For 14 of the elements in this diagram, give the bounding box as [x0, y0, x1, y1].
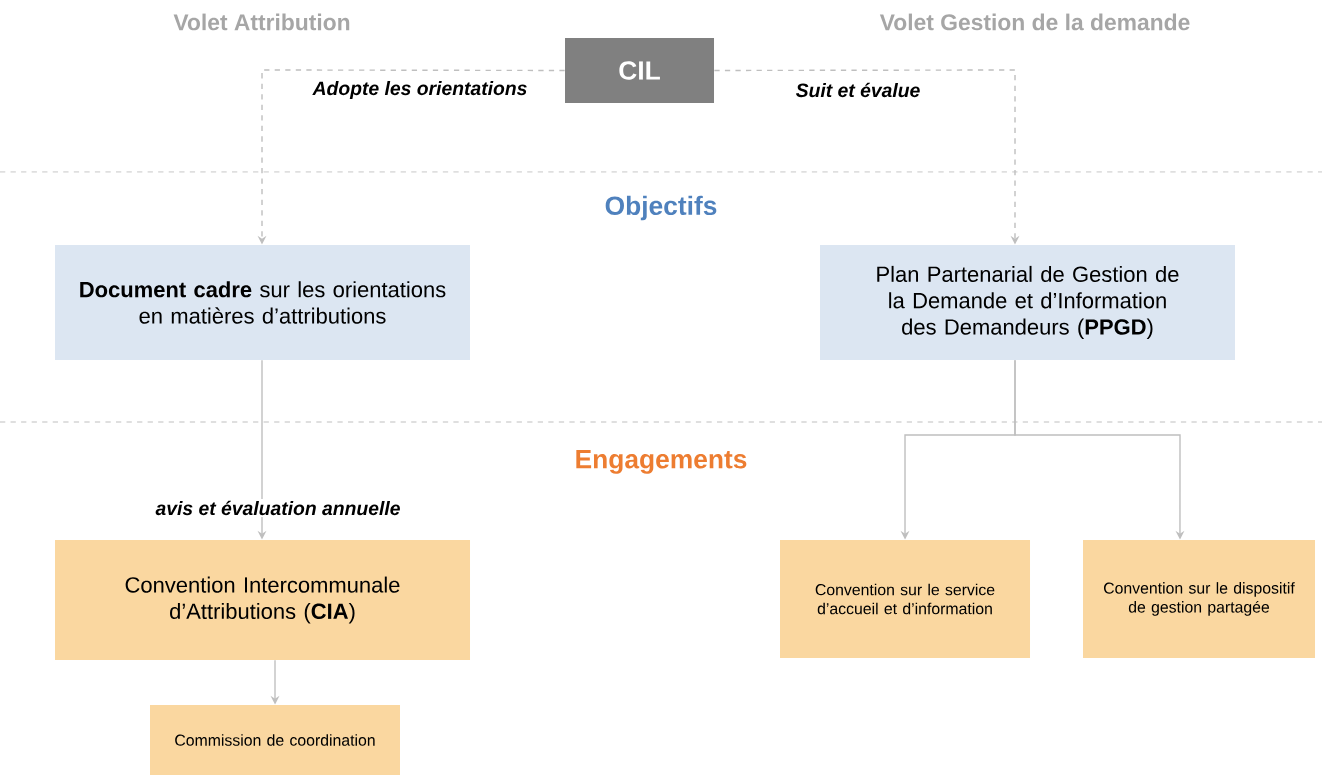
- committee-box: CIL: [565, 38, 714, 103]
- column-heading: Volet Attribution: [173, 13, 350, 31]
- section-heading: Objectifs: [605, 195, 717, 221]
- edge-label: Suit et évalue: [793, 81, 923, 99]
- convention-box: Convention Intercommunale d’Attributions (CIA): [55, 540, 470, 660]
- convention-box: Convention sur le service d’accueil et d’information: [780, 540, 1030, 658]
- document-box: Document cadre sur les orientations en matières d’attributions: [55, 245, 470, 360]
- edge-label: Adopte les orientations: [310, 79, 530, 101]
- convention-box: Convention sur le dispositif de gestion partagée: [1083, 540, 1315, 658]
- edge-label: avis et évaluation annuelle: [153, 499, 403, 517]
- document-box: Plan Partenarial de Gestion de la Demande et d’Information des Demandeurs (PPGD): [820, 245, 1235, 360]
- section-heading: Engagements: [576, 450, 747, 474]
- column-heading: Volet Gestion de la demande: [879, 13, 1190, 31]
- commission-box: Commission de coordination: [150, 705, 400, 775]
